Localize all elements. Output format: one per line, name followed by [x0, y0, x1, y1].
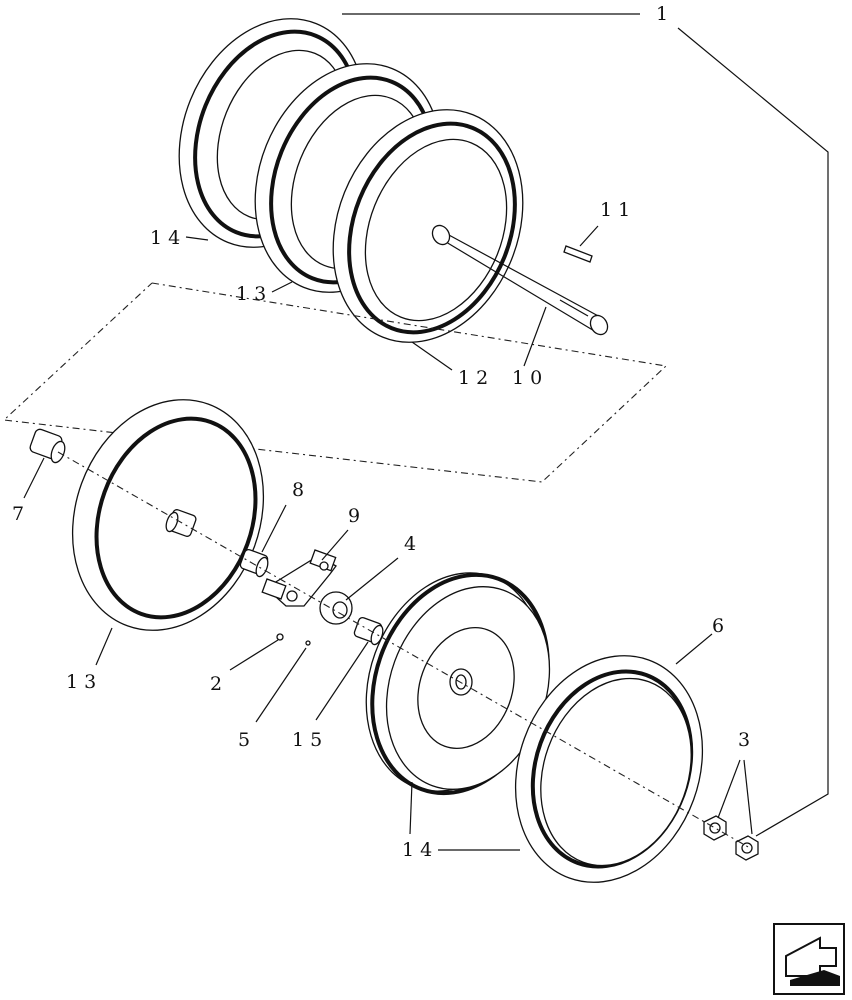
callout-8: 8 — [292, 479, 310, 501]
callout-10: 10 — [512, 367, 548, 389]
callout-13-bottom: 13 — [66, 671, 102, 693]
callout-5: 5 — [238, 729, 256, 751]
callout-6: 6 — [712, 615, 730, 637]
callout-15: 15 — [292, 729, 328, 751]
leader-lines — [23, 13, 829, 851]
wheel-12-top — [332, 109, 524, 343]
callout-4: 4 — [404, 533, 422, 555]
axis-line — [57, 451, 751, 849]
callout-7: 7 — [12, 503, 30, 525]
spacer-4 — [319, 591, 353, 625]
callout-14-top: 14 — [150, 227, 186, 249]
wheel-14-bottom — [365, 572, 551, 796]
callout-2: 2 — [210, 673, 228, 695]
top-wheel-assembly — [178, 18, 609, 343]
callout-14-bottom: 14 — [402, 839, 438, 861]
fastener-2 — [276, 633, 284, 641]
nut-3a — [703, 815, 727, 841]
nut-3b — [735, 835, 759, 861]
shaft-10 — [431, 224, 609, 336]
bushing-8 — [239, 548, 269, 578]
callout-12: 12 — [458, 367, 494, 389]
callout-1: 1 — [656, 3, 674, 25]
callout-13-top: 13 — [236, 283, 272, 305]
callout-11: 11 — [600, 199, 636, 221]
key-11 — [563, 245, 593, 263]
back-arrow-icon[interactable] — [773, 923, 845, 995]
callout-3: 3 — [738, 729, 756, 751]
bracket-9 — [261, 549, 337, 607]
fastener-5 — [305, 640, 311, 646]
bushing-7 — [29, 428, 66, 464]
callout-9: 9 — [348, 505, 366, 527]
tire-6 — [514, 655, 704, 883]
wheel-13-bottom — [71, 399, 265, 631]
